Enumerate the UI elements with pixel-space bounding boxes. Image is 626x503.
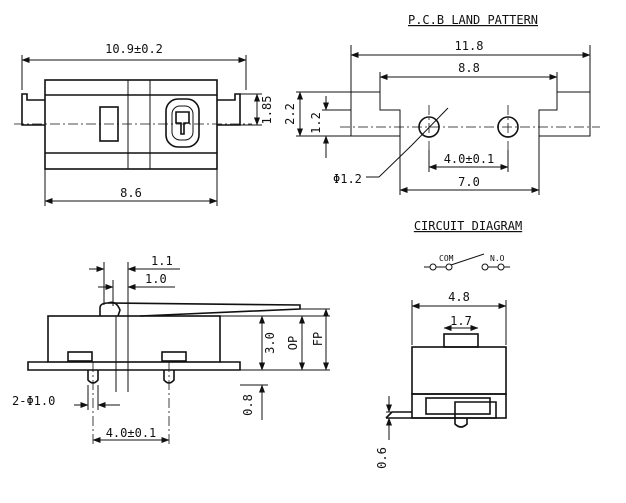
pin-pitch-label: 4.0±0.1: [106, 426, 157, 440]
lever-dim-1-label: 1.1: [151, 254, 173, 268]
slot-window: [99, 106, 119, 142]
actuator-frame: [165, 98, 200, 148]
com-contact: [445, 263, 453, 271]
hole-offset-label: 1.2: [309, 112, 323, 134]
hole-pitch-label: 4.0±0.1: [444, 152, 495, 166]
right-land-pad: [538, 91, 591, 137]
left-land-pad: [350, 91, 401, 137]
lead-side: [385, 411, 412, 419]
terminal-height-label: 1.85: [260, 96, 274, 125]
switch-body-top: [44, 79, 218, 170]
terminal-window-right: [161, 351, 187, 362]
lever-arm: [99, 302, 301, 317]
hole-diameter-label: Φ1.2: [333, 172, 362, 186]
switch-body-side: [411, 346, 507, 395]
com-terminal: [429, 263, 437, 271]
overall-width-label: 11.8: [455, 39, 484, 53]
pin-side: [454, 418, 468, 428]
pcb-land-pattern: P.C.B LAND PATTERN 11.8 8.8 2.2 1.2: [283, 13, 600, 195]
left-terminal: [21, 93, 45, 126]
terminal-side: [454, 401, 497, 419]
lever-roller: [107, 301, 121, 317]
lever-dim-2-label: 1.0: [145, 272, 167, 286]
front-view: 1.1 1.0 3.0 OP FP: [12, 254, 330, 446]
circuit-diagram: CIRCUIT DIAGRAM COM N.O: [414, 219, 522, 271]
fp-label: FP: [311, 332, 325, 346]
base-recess: [425, 397, 491, 415]
no-contact: [481, 263, 489, 271]
bottom-dim-label: 0.6: [375, 447, 389, 469]
side-view: 4.8 1.7 0.6: [375, 290, 507, 469]
pin-diameter-label: 2-Φ1.0: [12, 394, 55, 408]
no-label: N.O: [490, 254, 505, 263]
pin-height-label: 0.8: [241, 394, 255, 416]
switch-body-front: [47, 315, 221, 363]
actuator-side: [443, 333, 479, 348]
actuator-knob: [175, 111, 190, 135]
height-label: 3.0: [263, 332, 277, 354]
pad-height-label: 2.2: [283, 103, 297, 125]
base-flange: [27, 361, 241, 371]
no-terminal: [497, 263, 505, 271]
actuator-inner: [171, 105, 194, 141]
hole-leader: [411, 107, 449, 146]
top-view: 10.9±0.2 1.85 8.6: [14, 42, 274, 206]
switch-blade: [450, 253, 485, 266]
circuit-diagram-title: CIRCUIT DIAGRAM: [414, 219, 522, 233]
terminal-window-left: [67, 351, 93, 362]
right-terminal: [217, 93, 241, 126]
inner-width-label: 8.8: [458, 61, 480, 75]
hole-leader: [378, 144, 413, 178]
body-width-label: 8.6: [120, 186, 142, 200]
actuator-width-label: 1.7: [450, 314, 472, 328]
pcb-land-pattern-title: P.C.B LAND PATTERN: [408, 13, 538, 27]
pad-span-label: 7.0: [458, 175, 480, 189]
overall-width-label: 10.9±0.2: [105, 42, 163, 56]
op-label: OP: [286, 336, 300, 350]
side-width-label: 4.8: [448, 290, 470, 304]
com-label: COM: [439, 254, 454, 263]
